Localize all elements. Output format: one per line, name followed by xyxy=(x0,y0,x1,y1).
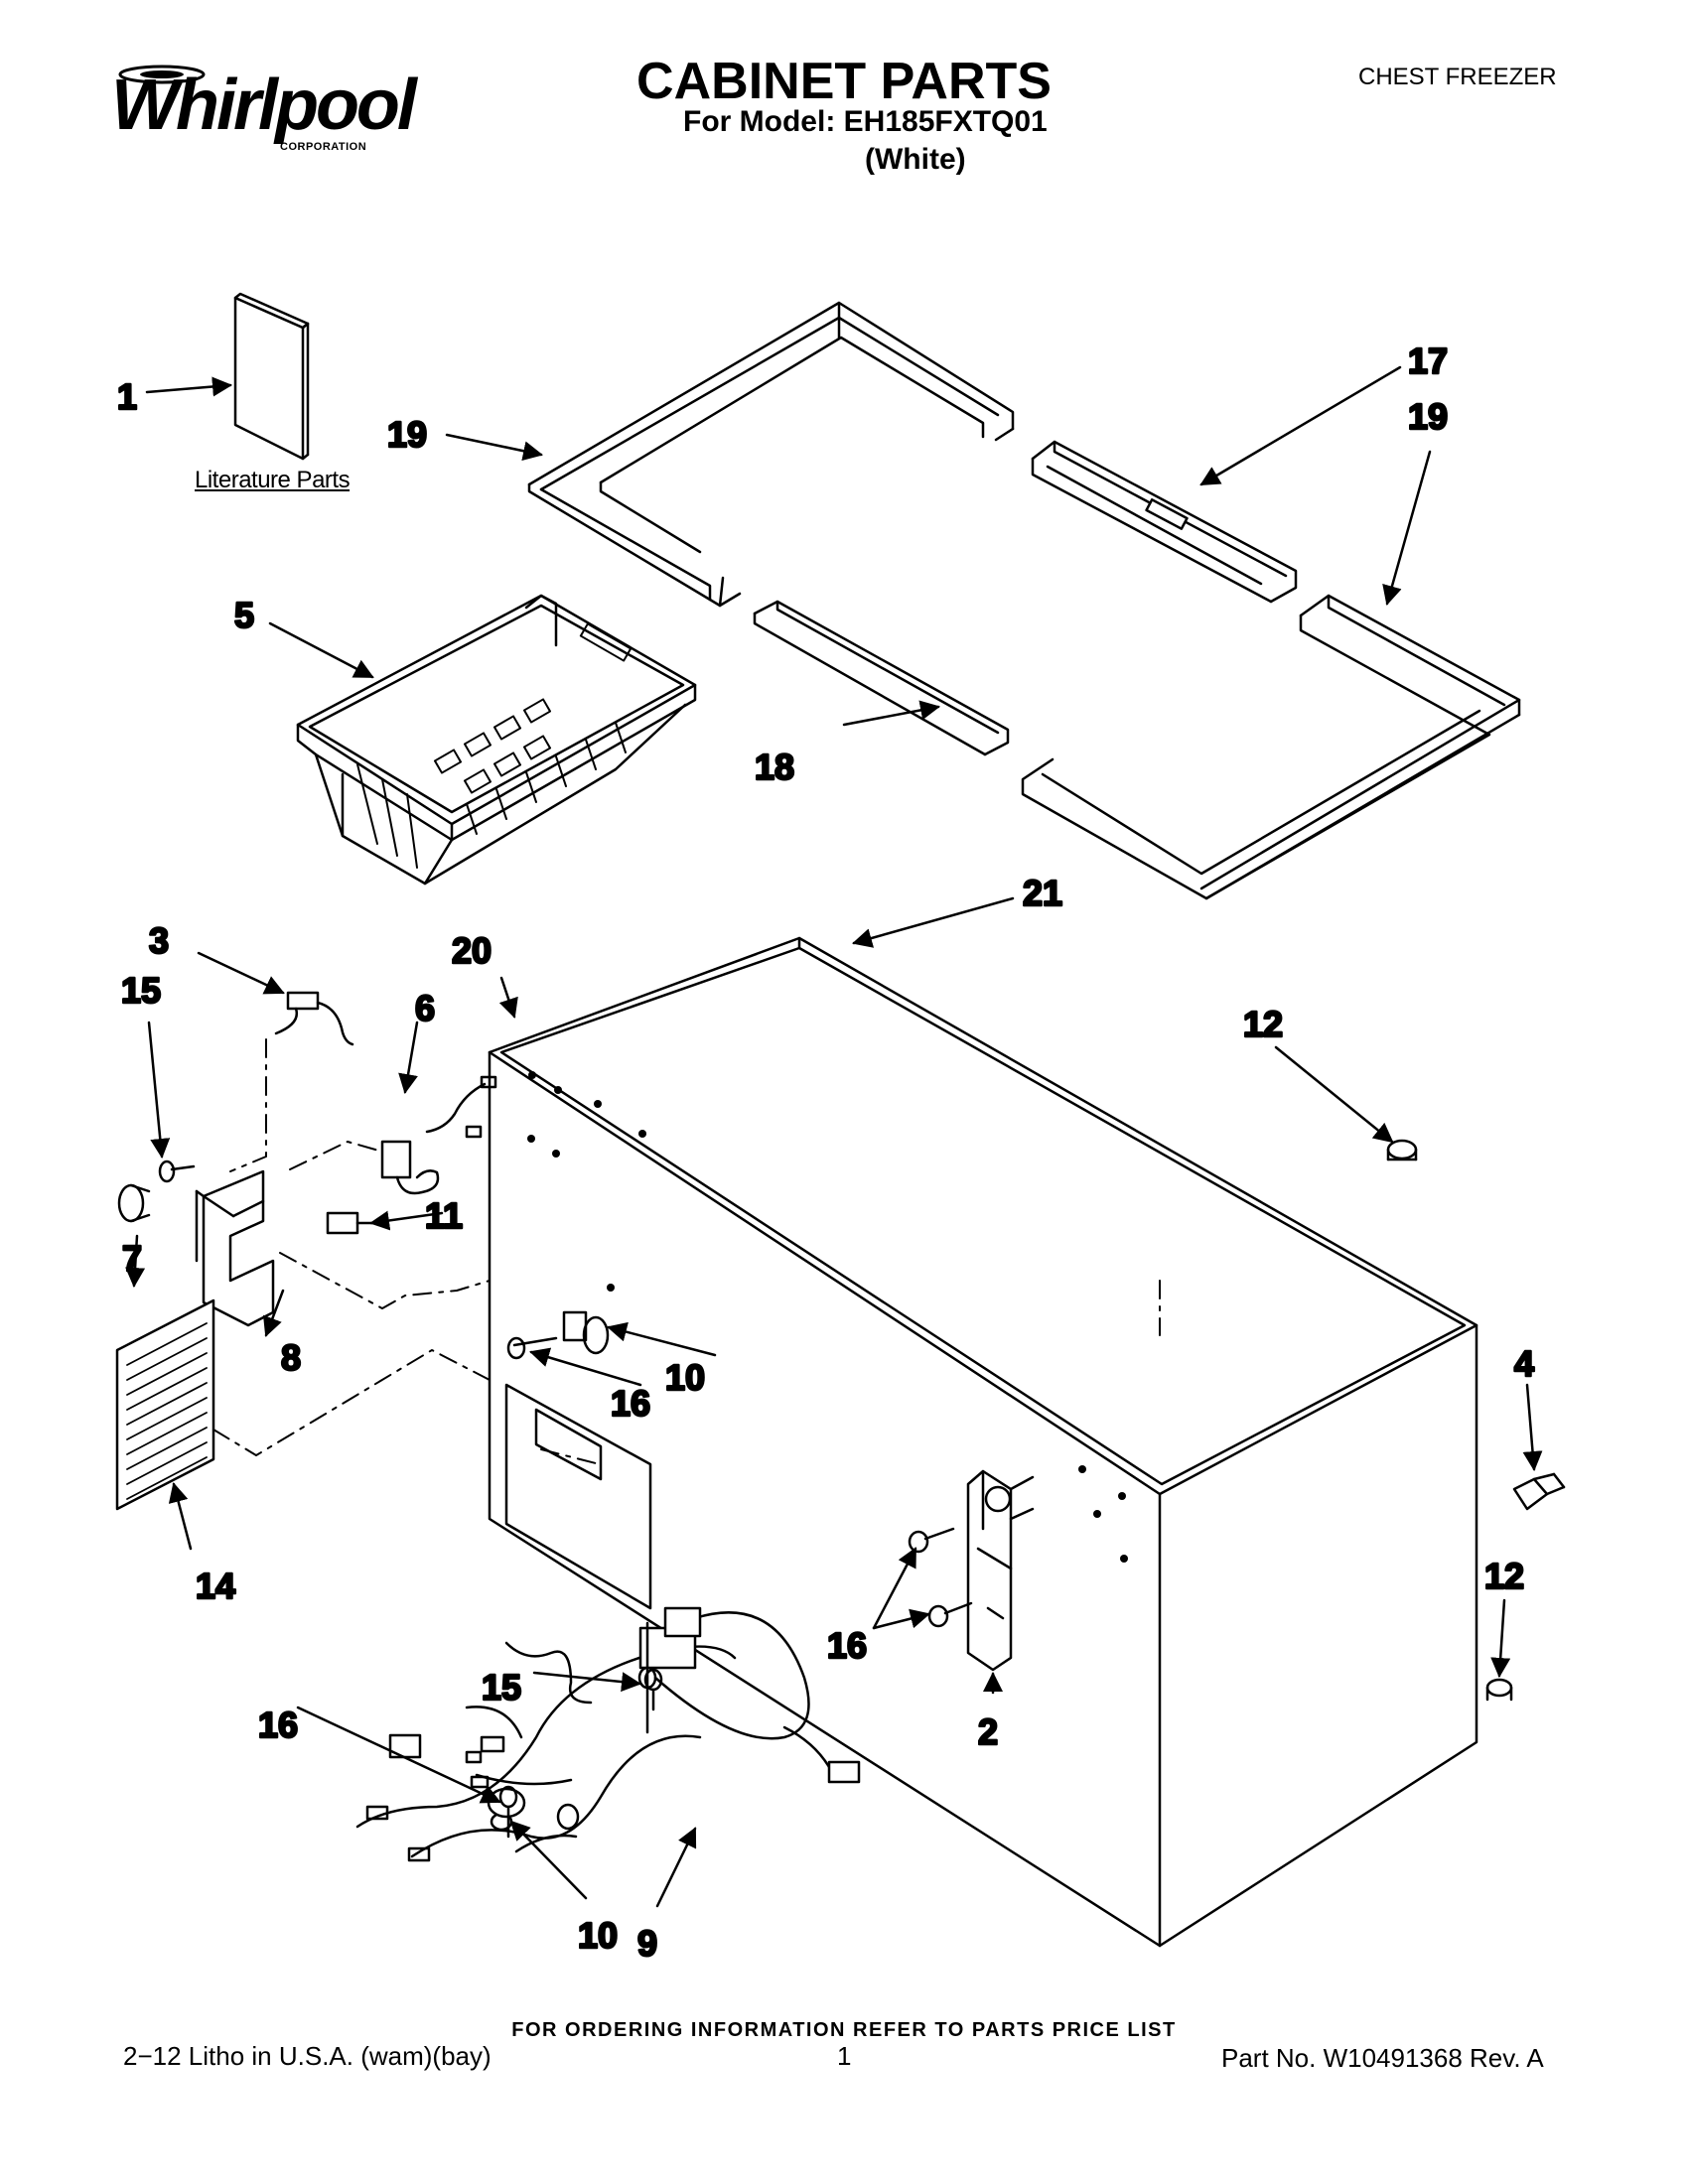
rear-grille xyxy=(115,1298,215,1511)
trim-frame-left xyxy=(527,301,1015,608)
callout-15-top: 15 xyxy=(121,970,161,1011)
callout-11: 11 xyxy=(425,1195,463,1236)
brand-logo: Whirlpool xyxy=(111,66,417,145)
page-number: 1 xyxy=(837,2041,852,2071)
callout-9: 9 xyxy=(637,1923,657,1964)
whirlpool-swoosh-icon xyxy=(118,65,206,84)
wire-harness-9 xyxy=(355,1606,861,1862)
lid-hinge xyxy=(966,1469,1035,1672)
callout-17: 17 xyxy=(1408,341,1448,381)
screw-15-top xyxy=(158,1160,196,1183)
callout-10-top: 10 xyxy=(665,1357,705,1398)
callout-6: 6 xyxy=(415,988,435,1028)
page-title: CABINET PARTS xyxy=(636,53,1052,110)
leveling-leg xyxy=(1512,1472,1566,1511)
literature-booklet xyxy=(233,292,310,461)
hinge-screws xyxy=(908,1527,973,1628)
screw-15-bottom xyxy=(643,1668,663,1711)
bumper-plug-top xyxy=(1386,1139,1418,1161)
callout-12-top: 12 xyxy=(1243,1004,1283,1044)
control-box xyxy=(195,1169,275,1327)
thermostat-knob xyxy=(117,1183,151,1223)
trim-front-left xyxy=(753,600,1010,756)
callout-20: 20 xyxy=(452,930,492,971)
ordering-info: FOR ORDERING INFORMATION REFER TO PARTS … xyxy=(511,2019,1177,2041)
rear-screw-clamp xyxy=(506,1310,610,1360)
callout-14: 14 xyxy=(196,1566,235,1606)
bumper-plug-bottom xyxy=(1485,1678,1513,1702)
color-line: (White) xyxy=(865,143,966,176)
light-switch-3 xyxy=(274,991,354,1046)
callout-7: 7 xyxy=(122,1238,142,1279)
relay-6 xyxy=(380,1140,440,1195)
callout-5: 5 xyxy=(234,595,254,635)
callout-12-bottom: 12 xyxy=(1484,1556,1524,1596)
model-line: For Model: EH185FXTQ01 xyxy=(683,105,1048,138)
callout-21: 21 xyxy=(1023,873,1062,913)
part-number: Part No. W10491368 Rev. A xyxy=(1221,2043,1544,2073)
trim-frame-right xyxy=(1021,594,1521,900)
callout-19-left: 19 xyxy=(387,414,427,455)
callout-16-top: 16 xyxy=(611,1383,650,1424)
trim-divider xyxy=(1031,440,1298,604)
callout-1: 1 xyxy=(117,376,137,417)
callout-16-bottom: 16 xyxy=(258,1705,298,1745)
literature-parts-label: Literature Parts xyxy=(195,467,351,493)
callout-4: 4 xyxy=(1514,1343,1534,1384)
callout-8: 8 xyxy=(281,1337,301,1378)
callout-10-bottom: 10 xyxy=(578,1915,618,1956)
cabinet-body xyxy=(488,936,1478,1948)
storage-basket xyxy=(296,594,697,886)
litho-note: 2−12 Litho in U.S.A. (wam)(bay) xyxy=(123,2041,492,2071)
power-switch-11 xyxy=(326,1211,374,1235)
wire-harness-20 xyxy=(425,1075,497,1139)
callout-16-hinge: 16 xyxy=(827,1625,867,1666)
product-type: CHEST FREEZER xyxy=(1358,64,1557,90)
callout-18: 18 xyxy=(755,747,794,787)
callout-19-right: 19 xyxy=(1408,396,1448,437)
callout-3: 3 xyxy=(149,920,169,961)
brand-logo-suffix: CORPORATION xyxy=(280,141,367,153)
callout-2: 2 xyxy=(978,1711,998,1752)
callout-15-bottom: 15 xyxy=(482,1667,521,1707)
